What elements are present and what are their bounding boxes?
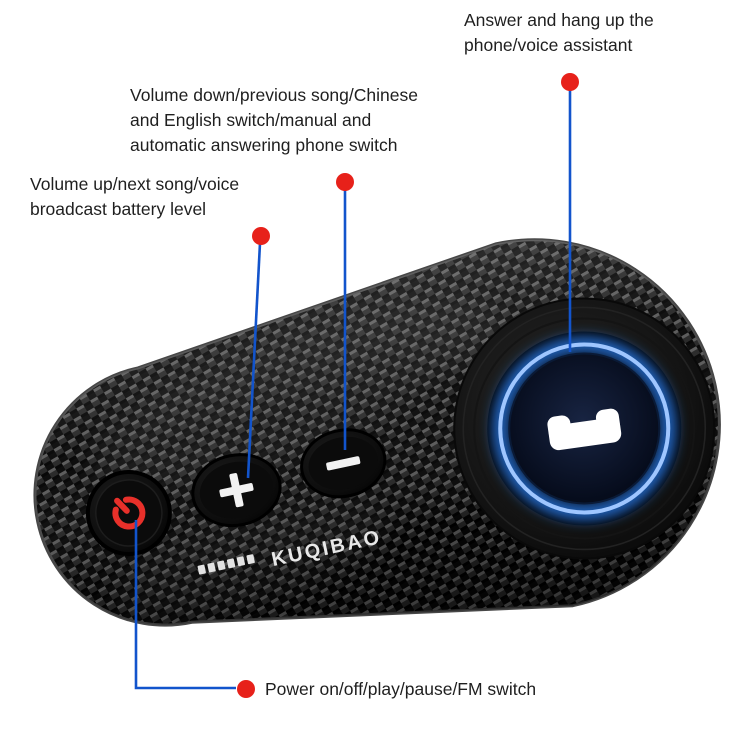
volume-up-button: [191, 453, 282, 528]
callout-line-volume-up: [246, 242, 262, 479]
annotation-volume-up-line-1: Volume up/next song/voice: [30, 174, 240, 194]
annotation-volume-down: Volume down/previous song/Chinese and En…: [130, 83, 418, 158]
annotation-volume-up-line-2: broadcast battery level: [30, 199, 207, 219]
headset-device-body: KUQIBAO: [33, 238, 721, 627]
callout-line-power: [134, 520, 236, 690]
marker-dot-power: [237, 680, 255, 698]
annotation-answer-line-2: phone/voice assistant: [464, 35, 633, 55]
marker-dot-answer: [561, 73, 579, 91]
power-button: [85, 469, 172, 556]
battery-level-indicator: [197, 554, 255, 575]
annotation-volume-down-line-1: Volume down/previous song/Chinese: [130, 85, 418, 105]
call-button: [453, 297, 716, 560]
annotation-answer-line-1: Answer and hang up the: [464, 10, 654, 30]
annotation-volume-down-line-3: automatic answering phone switch: [130, 135, 398, 155]
annotation-volume-up: Volume up/next song/voice broadcast batt…: [30, 172, 239, 222]
power-icon: [112, 496, 146, 530]
phone-call-icon: [547, 408, 622, 451]
callout-lines: [134, 88, 572, 690]
plus-icon: [219, 473, 254, 508]
minus-icon: [326, 456, 361, 471]
annotation-answer: Answer and hang up the phone/voice assis…: [464, 8, 654, 58]
annotation-power-line-1: Power on/off/play/pause/FM switch: [265, 679, 537, 699]
volume-down-button: [300, 428, 387, 499]
annotation-volume-down-line-2: and English switch/manual and: [130, 110, 372, 130]
led-ring: [498, 342, 671, 515]
marker-dot-volume-up: [252, 227, 270, 245]
marker-dot-volume-down: [336, 173, 354, 191]
annotation-power: Power on/off/play/pause/FM switch: [265, 677, 536, 702]
